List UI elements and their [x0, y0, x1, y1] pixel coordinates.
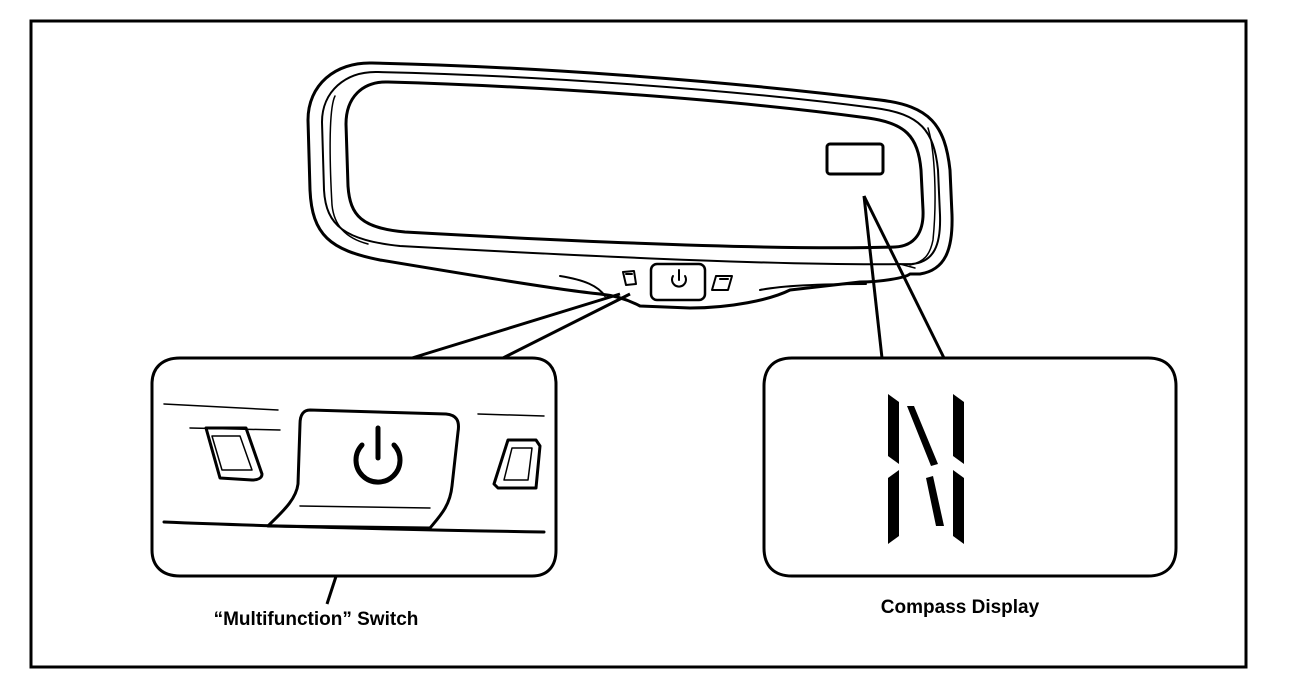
- leader-switch-b: [502, 292, 631, 360]
- segment-left-lower: [888, 470, 899, 544]
- mirror-right-sensor: [711, 275, 733, 291]
- segment-right-lower: [953, 470, 964, 544]
- power-icon: [353, 425, 403, 485]
- switch-callout-box: [150, 356, 558, 578]
- mirror-contour-left: [329, 95, 369, 245]
- compass-callout-box: [762, 356, 1178, 578]
- leader-switch-a: [411, 292, 621, 360]
- mirror-bottom-lip: [559, 275, 606, 297]
- mirror-contour-right: [909, 127, 936, 266]
- switch-callout: [150, 356, 558, 578]
- leader-compass-b: [862, 195, 946, 359]
- sensor-window-left-icon: [204, 426, 264, 482]
- sensor-window-right-inner: [503, 447, 533, 481]
- compass-callout: [762, 356, 1178, 578]
- rearview-mirror: [306, 61, 954, 310]
- sensor-window-right-icon: [492, 438, 542, 490]
- segment-diagonal-upper: [907, 406, 938, 466]
- mirror-housing: [306, 61, 954, 310]
- mirror-power-icon: [671, 269, 687, 288]
- switch-body: [266, 408, 460, 530]
- callout-line-top-right: [477, 413, 545, 417]
- callout-line-top-left: [163, 403, 279, 411]
- mirror-bottom-edge: [899, 263, 916, 269]
- segment-diagonal-lower: [926, 476, 944, 526]
- compass-letter-segments: [888, 394, 964, 544]
- mirror-switch-housing: [649, 262, 707, 302]
- mirror-bezel-outer: [321, 70, 942, 266]
- diagram-frame: [29, 19, 1248, 669]
- multifunction-switch-label: “Multifunction” Switch: [214, 609, 419, 630]
- mirror-glass: [344, 80, 925, 250]
- mirror-compass-window: [825, 142, 885, 176]
- segment-left-upper: [888, 394, 899, 464]
- compass-display-label: Compass Display: [881, 597, 1040, 618]
- mirror-left-sensor: [622, 270, 637, 286]
- sensor-window-left-inner: [211, 435, 253, 471]
- mirror-bottom-lip-right: [759, 283, 867, 291]
- callout-line-bottom2: [299, 505, 431, 509]
- leader-compass-a: [862, 195, 884, 359]
- segment-right-upper: [953, 394, 964, 464]
